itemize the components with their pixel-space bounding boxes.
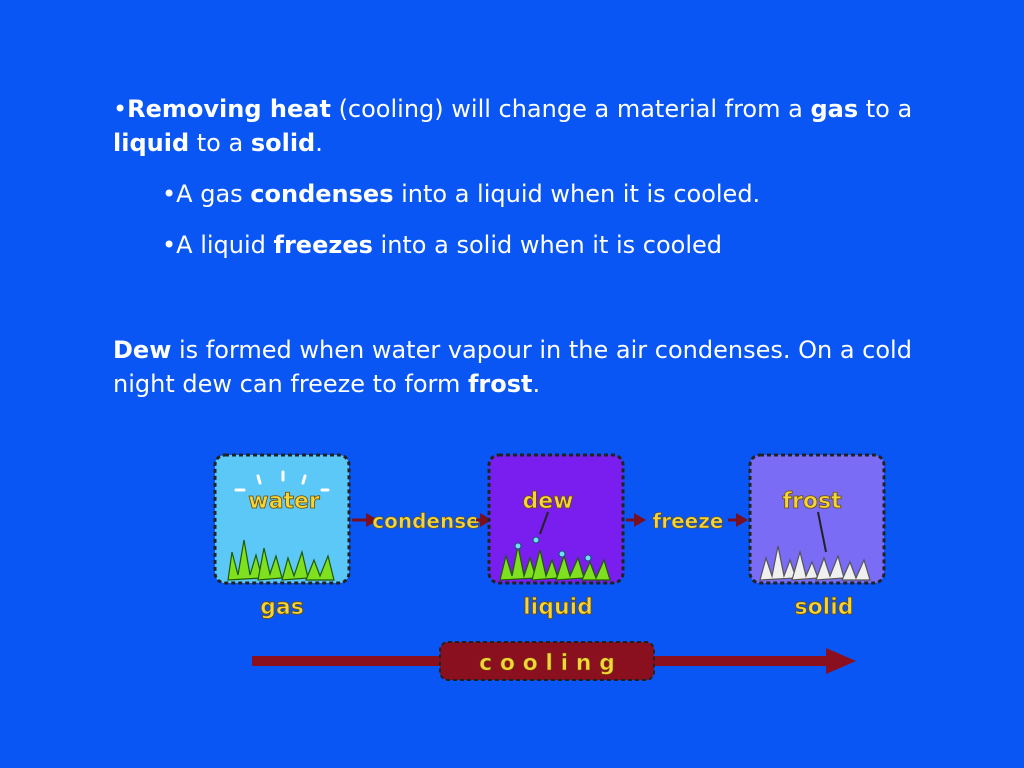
condenses-term: condenses bbox=[250, 180, 394, 208]
gas-term: gas bbox=[810, 95, 859, 123]
cooling-label: c o o l i n g bbox=[479, 651, 615, 676]
vapour-marks-icon bbox=[234, 470, 330, 492]
solid-state-label: solid bbox=[794, 595, 853, 620]
frosted-grass-icon bbox=[759, 545, 871, 581]
frost-label: frost bbox=[782, 489, 842, 514]
gas-state-label: gas bbox=[260, 595, 304, 620]
grass-icon bbox=[227, 539, 335, 581]
dew-paragraph: Dew is formed when water vapour in the a… bbox=[113, 336, 912, 398]
main-bullet-text: •Removing heat (cooling) will change a m… bbox=[113, 95, 913, 157]
condense-arrow: condense bbox=[352, 509, 492, 533]
frost-term: frost bbox=[467, 370, 533, 398]
solid-term: solid bbox=[250, 129, 316, 157]
dew-drops-icon bbox=[514, 536, 592, 562]
freeze-label: freeze bbox=[653, 509, 724, 533]
liquid-term: liquid bbox=[113, 129, 190, 157]
freeze-arrow: freeze bbox=[626, 509, 748, 533]
dew-label: dew bbox=[523, 489, 574, 514]
removing-heat-term: Removing heat bbox=[127, 95, 331, 123]
sub-bullet-condenses: •A gas condenses into a liquid when it i… bbox=[162, 180, 761, 208]
grass-with-dew-icon bbox=[499, 545, 611, 581]
condense-label: condense bbox=[372, 509, 479, 533]
dew-term: Dew bbox=[113, 336, 172, 364]
water-label: water bbox=[248, 489, 320, 514]
water-box: water bbox=[213, 453, 351, 585]
main-bullet: •Removing heat (cooling) will change a m… bbox=[113, 92, 933, 160]
liquid-state-label: liquid bbox=[523, 595, 593, 620]
sub-bullet-freezes: •A liquid freezes into a solid when it i… bbox=[162, 231, 723, 259]
freezes-term: freezes bbox=[273, 231, 373, 259]
frost-box: frost bbox=[748, 453, 886, 585]
dew-box: dew bbox=[487, 453, 625, 585]
cooling-arrow: c o o l i n g bbox=[252, 641, 856, 681]
